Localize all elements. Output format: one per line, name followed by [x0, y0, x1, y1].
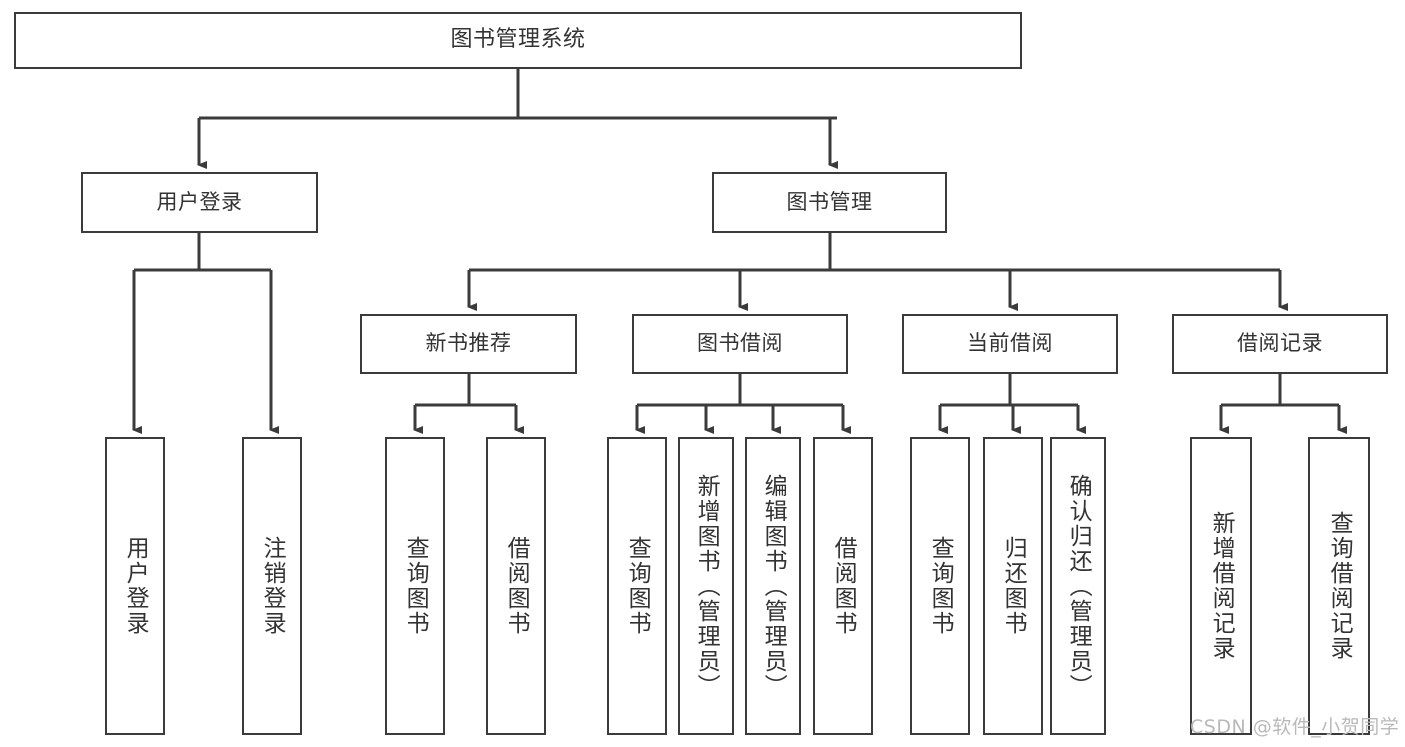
leaf-node-label: 新增借阅记录 — [1208, 511, 1235, 661]
leaf-node[interactable]: 借阅图书 — [813, 437, 873, 735]
node-new-book-recommend-label: 新书推荐 — [425, 331, 512, 356]
leaf-node[interactable]: 归还图书 — [983, 437, 1043, 735]
node-book-borrow-label: 图书借阅 — [697, 331, 783, 356]
leaf-node-label: 查询图书 — [402, 536, 429, 636]
node-new-book-recommend[interactable]: 新书推荐 — [360, 314, 577, 374]
leaf-node[interactable]: 查询图书 — [910, 437, 970, 735]
leaf-node-label: 用户登录 — [122, 536, 149, 636]
leaf-node-label: 注销登录 — [259, 536, 286, 636]
node-borrow-record-label: 借阅记录 — [1237, 331, 1323, 356]
leaf-node[interactable]: 新增借阅记录 — [1190, 437, 1252, 735]
leaf-node-label: 编辑图书（管理员） — [760, 473, 787, 699]
leaf-node[interactable]: 查询图书 — [607, 437, 667, 735]
leaf-node[interactable]: 新增图书（管理员） — [678, 437, 734, 735]
node-user-login-label: 用户登录 — [156, 189, 243, 214]
watermark: CSDN @软件_小贺同学 — [1190, 716, 1400, 738]
leaf-node-label: 借阅图书 — [503, 536, 530, 636]
leaf-node[interactable]: 借阅图书 — [486, 437, 546, 735]
leaf-node[interactable]: 编辑图书（管理员） — [745, 437, 801, 735]
leaf-node[interactable]: 确认归还（管理员） — [1050, 437, 1106, 735]
leaf-node-label: 归还图书 — [1000, 536, 1027, 636]
node-book-borrow[interactable]: 图书借阅 — [632, 314, 848, 374]
leaf-node-label: 查询借阅记录 — [1326, 511, 1353, 661]
leaf-node-label: 确认归还（管理员） — [1065, 473, 1092, 699]
leaf-node[interactable]: 注销登录 — [242, 437, 302, 735]
leaf-node-label: 查询图书 — [927, 536, 954, 636]
leaf-node-label: 新增图书（管理员） — [693, 473, 720, 699]
node-current-borrow[interactable]: 当前借阅 — [902, 314, 1118, 374]
node-book-management[interactable]: 图书管理 — [712, 172, 947, 233]
leaf-node[interactable]: 用户登录 — [105, 437, 165, 735]
node-book-management-label: 图书管理 — [786, 189, 873, 214]
leaf-node[interactable]: 查询借阅记录 — [1308, 437, 1370, 735]
node-user-login[interactable]: 用户登录 — [81, 172, 318, 233]
node-current-borrow-label: 当前借阅 — [967, 331, 1053, 356]
leaf-node-label: 查询图书 — [624, 536, 651, 636]
node-root-system[interactable]: 图书管理系统 — [14, 12, 1022, 69]
node-borrow-record[interactable]: 借阅记录 — [1172, 314, 1388, 374]
node-root-label: 图书管理系统 — [450, 27, 586, 53]
leaf-node[interactable]: 查询图书 — [385, 437, 445, 735]
leaf-node-label: 借阅图书 — [830, 536, 857, 636]
